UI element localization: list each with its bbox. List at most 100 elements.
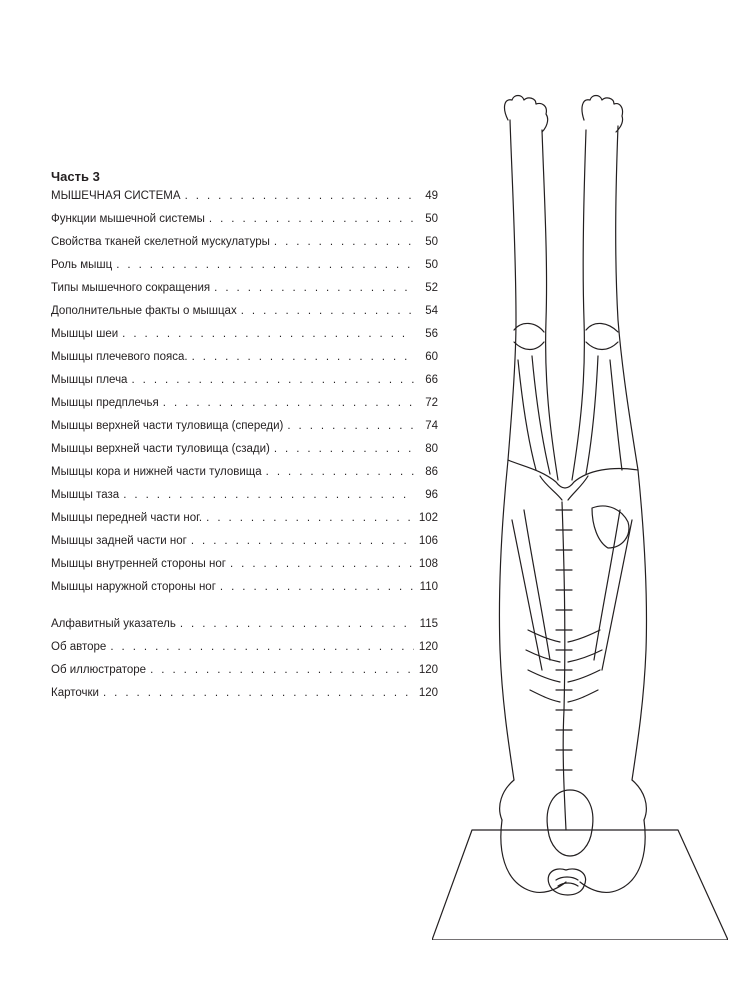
leader-dots: . . . . . . . . . . . . . . . . . . . . … xyxy=(123,489,414,501)
right-leg-outer xyxy=(615,125,639,471)
toc-entry[interactable]: Мышцы плеча. . . . . . . . . . . . . . .… xyxy=(51,372,438,395)
leader-dots: . . . . . . . . . . . . . . . . . . . . … xyxy=(179,618,414,630)
clasped-hands xyxy=(547,868,587,896)
left-knee xyxy=(513,322,545,351)
head xyxy=(546,789,594,857)
toc-entry[interactable]: Мышцы верхней части туловища (сзади). . … xyxy=(51,441,438,464)
toc-appendix-entry[interactable]: Об иллюстраторе. . . . . . . . . . . . .… xyxy=(51,662,438,685)
toc-entry[interactable]: Мышцы плечевого пояса.. . . . . . . . . … xyxy=(51,349,438,372)
toc-entry-label: Мышцы задней части ног xyxy=(51,535,187,547)
toc-entry-label: Мышцы плечевого пояса. xyxy=(51,351,188,363)
toc-entry-page: 66 xyxy=(425,374,438,386)
toc-appendix-entry[interactable]: Об авторе. . . . . . . . . . . . . . . .… xyxy=(51,639,438,662)
leader-dots: . . . . . . . . . . . . . . . . . . . . … xyxy=(102,687,414,699)
shoulders xyxy=(499,779,647,821)
toc-entry[interactable]: Мышцы шеи. . . . . . . . . . . . . . . .… xyxy=(51,326,438,349)
hip-joint xyxy=(591,505,630,549)
toc-entry-label: Свойства тканей скелетной мускулатуры xyxy=(51,236,270,248)
leader-dots: . . . . . . . . . . . . . . . . . . . . … xyxy=(190,535,414,547)
vertebrae xyxy=(555,509,573,771)
toc-entry[interactable]: Функции мышечной системы. . . . . . . . … xyxy=(51,211,438,234)
leader-dots: . . . . . . . . . . . . . . . . . . . . … xyxy=(131,374,414,386)
toc-entry[interactable]: Мышцы предплечья. . . . . . . . . . . . … xyxy=(51,395,438,418)
leader-dots: . . . . . . . . . . . . . . . . . . . . … xyxy=(214,282,414,294)
leader-dots: . . . . . . . . . . . . . . . . . . . . … xyxy=(240,305,414,317)
fingers xyxy=(555,876,579,887)
leader-dots: . . . . . . . . . . . . . . . . . . . . … xyxy=(110,641,414,653)
toc-entry-page: 120 xyxy=(418,641,438,653)
toc-entry[interactable]: Роль мышц. . . . . . . . . . . . . . . .… xyxy=(51,257,438,280)
toc-appendix-entry[interactable]: Алфавитный указатель. . . . . . . . . . … xyxy=(51,616,438,639)
left-arm xyxy=(500,819,567,894)
section-spacer xyxy=(51,602,438,616)
left-leg-outer xyxy=(507,119,517,461)
anatomy-line-drawing xyxy=(432,94,728,940)
toc-entry-label: Об иллюстраторе xyxy=(51,664,147,676)
toc-entry-label: Мышцы передней части ног. xyxy=(51,512,203,524)
toc-entry-label: Об авторе xyxy=(51,641,107,653)
toc-entry[interactable]: Свойства тканей скелетной мускулатуры. .… xyxy=(51,234,438,257)
toc-entry[interactable]: Мышцы наружной стороны ног. . . . . . . … xyxy=(51,579,438,602)
leader-dots: . . . . . . . . . . . . . . . . . . . . … xyxy=(219,581,414,593)
toc-entry-label: Мышцы шеи xyxy=(51,328,119,340)
toc-entry-page: 80 xyxy=(425,443,438,455)
hip-bones xyxy=(539,475,589,501)
yoga-mat xyxy=(432,829,728,940)
leader-dots: . . . . . . . . . . . . . . . . . . . . … xyxy=(116,259,414,271)
toc-entry-label: Мышцы таза xyxy=(51,489,120,501)
toc-entry-label: Мышцы плеча xyxy=(51,374,128,386)
toc-entry[interactable]: Мышцы кора и нижней части туловища. . . … xyxy=(51,464,438,487)
thigh-muscles xyxy=(517,355,623,475)
toc-entry-page: 106 xyxy=(418,535,438,547)
toc-entry-page: 54 xyxy=(425,305,438,317)
toc-entry-page: 60 xyxy=(425,351,438,363)
part-title: Часть 3 xyxy=(51,169,100,184)
toc-appendix-entry[interactable]: Карточки. . . . . . . . . . . . . . . . … xyxy=(51,685,438,708)
toc-entry-page: 108 xyxy=(418,558,438,570)
toc-entry-page: 110 xyxy=(419,581,438,593)
toc-entry[interactable]: Мышцы верхней части туловища (спереди). … xyxy=(51,418,438,441)
headstand-anatomy-illustration xyxy=(432,90,728,940)
toc-entry-page: 52 xyxy=(425,282,438,294)
toc-entry-page: 72 xyxy=(425,397,438,409)
leader-dots: . . . . . . . . . . . . . . . . . . . . … xyxy=(150,664,414,676)
torso-left xyxy=(498,459,515,781)
toc-entry-label: Типы мышечного сокращения xyxy=(51,282,211,294)
leader-dots: . . . . . . . . . . . . . . . . . . . . … xyxy=(265,466,414,478)
toc-entry-label: Роль мышц xyxy=(51,259,113,271)
toc-entry-page: 96 xyxy=(425,489,438,501)
toc-entry-page: 120 xyxy=(418,687,438,699)
toc-entry-label: МЫШЕЧНАЯ СИСТЕМА xyxy=(51,190,181,202)
toc-entry[interactable]: Мышцы передней части ног.. . . . . . . .… xyxy=(51,510,438,533)
right-knee xyxy=(585,322,619,351)
table-of-contents: Часть 3 МЫШЕЧНАЯ СИСТЕМА. . . . . . . . … xyxy=(51,170,438,708)
toc-entry-label: Карточки xyxy=(51,687,99,699)
leader-dots: . . . . . . . . . . . . . . . . . . . . … xyxy=(122,328,414,340)
spine xyxy=(561,501,567,831)
toc-entry-label: Мышцы предплечья xyxy=(51,397,159,409)
toc-entry-label: Мышцы верхней части туловища (спереди) xyxy=(51,420,284,432)
toc-entry[interactable]: Мышцы внутренней стороны ног. . . . . . … xyxy=(51,556,438,579)
toc-entry-page: 56 xyxy=(425,328,438,340)
toc-entry[interactable]: Мышцы задней части ног. . . . . . . . . … xyxy=(51,533,438,556)
toc-entry-page: 120 xyxy=(418,664,438,676)
leader-dots: . . . . . . . . . . . . . . . . . . . . … xyxy=(229,558,414,570)
toc-entry-page: 50 xyxy=(425,213,438,225)
left-leg-inner xyxy=(541,129,559,481)
toc-entry[interactable]: Мышцы таза. . . . . . . . . . . . . . . … xyxy=(51,487,438,510)
toc-entry-page: 115 xyxy=(419,618,438,630)
toc-entry[interactable]: Типы мышечного сокращения. . . . . . . .… xyxy=(51,280,438,303)
leader-dots: . . . . . . . . . . . . . . . . . . . . … xyxy=(273,443,414,455)
toc-entry[interactable]: МЫШЕЧНАЯ СИСТЕМА. . . . . . . . . . . . … xyxy=(51,188,438,211)
leader-dots: . . . . . . . . . . . . . . . . . . . . … xyxy=(206,512,414,524)
toc-entry-label: Функции мышечной системы xyxy=(51,213,205,225)
toc-entry-page: 50 xyxy=(425,259,438,271)
torso-right xyxy=(631,469,648,781)
toc-entry-label: Дополнительные факты о мышцах xyxy=(51,305,237,317)
toc-entry[interactable]: Дополнительные факты о мышцах. . . . . .… xyxy=(51,303,438,326)
right-foot xyxy=(581,94,624,133)
toc-entry-page: 86 xyxy=(425,466,438,478)
back-muscles xyxy=(511,509,633,671)
left-foot xyxy=(503,94,549,133)
toc-entry-page: 74 xyxy=(425,420,438,432)
